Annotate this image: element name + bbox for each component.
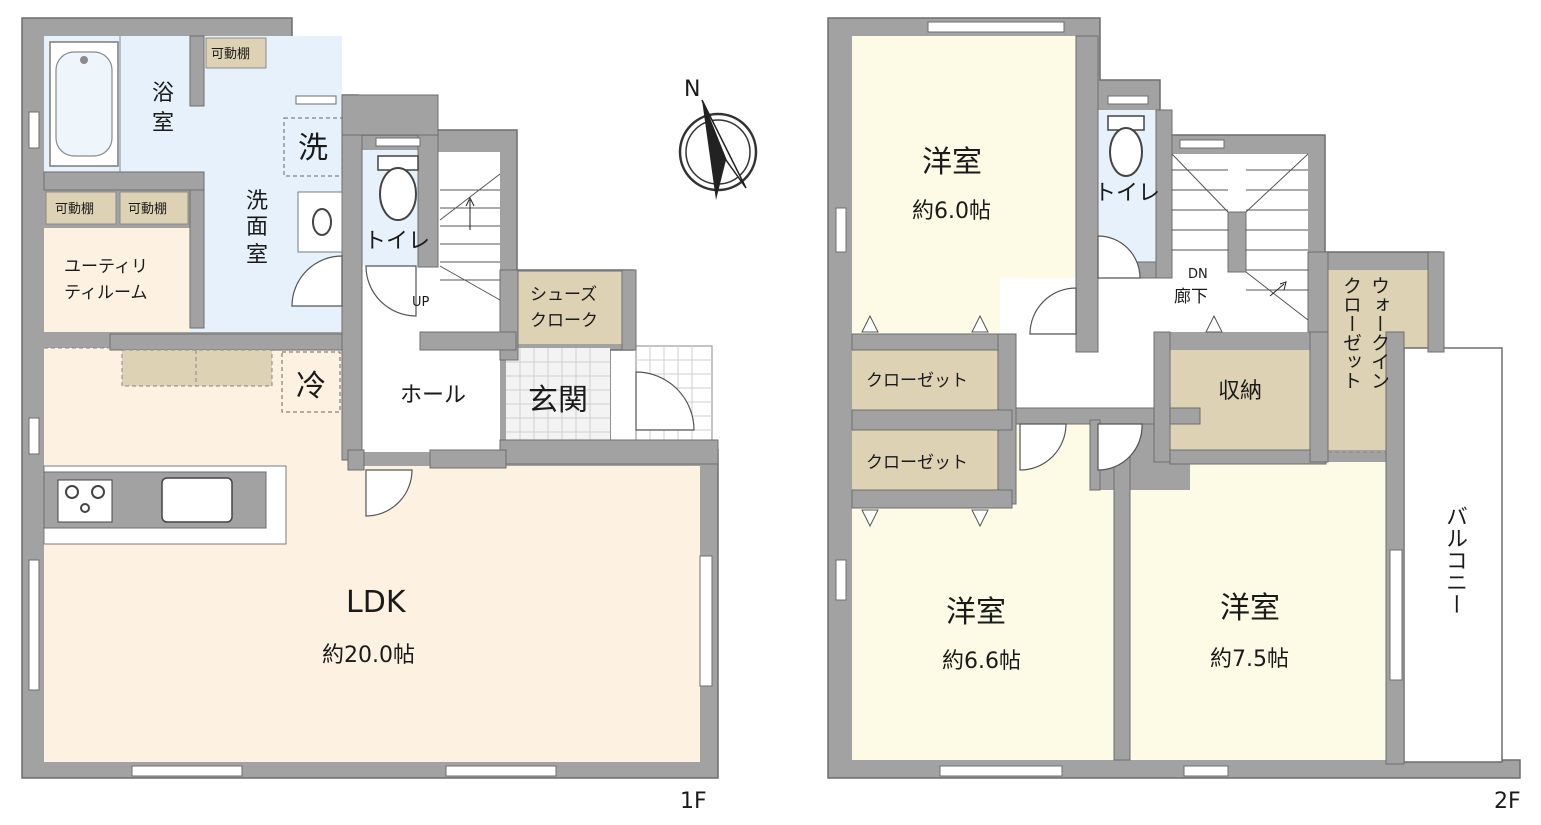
shelf-left2-box xyxy=(119,191,189,225)
stair-up-label: UP xyxy=(412,295,430,310)
western-a-name-label: 洋室 xyxy=(922,145,982,180)
bath-label-1: 浴 xyxy=(152,81,174,106)
western-c-floor xyxy=(1130,462,1386,760)
bath-label-2: 室 xyxy=(152,111,174,136)
storage-floor xyxy=(1170,350,1310,450)
floor-1-labels: 浴 室 可動棚 可動棚 可動棚 洗 洗 面 室 トイレ ユーティリ ティルーム … xyxy=(55,47,707,814)
ldk-name-label: LDK xyxy=(346,585,407,620)
shelf-top-box xyxy=(205,37,267,69)
floor-2 xyxy=(827,17,1521,779)
toilet-label-1f: トイレ xyxy=(364,229,430,254)
entrance-floor xyxy=(506,348,610,450)
entrance-label: 玄関 xyxy=(528,383,588,418)
western-c-name-label: 洋室 xyxy=(1220,591,1280,626)
wash-room-label-3: 室 xyxy=(246,243,268,268)
compass-n-label: N xyxy=(684,77,700,102)
utility-label-1: ユーティリ xyxy=(64,257,148,277)
balcony-floor xyxy=(1403,347,1503,763)
toilet-label-2f: トイレ xyxy=(1094,181,1160,206)
closet-a-label: クローゼット xyxy=(866,371,968,391)
floor-1-label: 1F xyxy=(680,789,707,814)
balcony-label: バルコニー xyxy=(1442,505,1467,615)
western-b-name-label: 洋室 xyxy=(946,595,1006,630)
floor-1-interior-walls xyxy=(43,35,719,471)
entrance-tiles xyxy=(506,348,610,450)
fridge-box xyxy=(281,351,341,413)
utility-label-2: ティルーム xyxy=(64,283,147,303)
doors-1f xyxy=(291,255,695,517)
stair-1f xyxy=(439,173,501,301)
western-c-size-label: 約7.5帖 xyxy=(1210,647,1289,672)
floor-2-labels: 洋室 約6.0帖 トイレ DN 廊下 クローゼット クローゼット 収納 洋室 約… xyxy=(866,145,1521,814)
windows-2f xyxy=(835,21,1403,777)
shoe-closet-label-2: クローク xyxy=(530,311,598,331)
walkin-label-col1: ウォークイン xyxy=(1368,276,1390,390)
washer-label: 洗 xyxy=(298,131,328,166)
closet-door-marks xyxy=(861,314,1223,528)
shelf-left1-label: 可動棚 xyxy=(55,202,94,217)
western-a-size-label: 約6.0帖 xyxy=(912,199,991,224)
toilet-fixture-2f xyxy=(1107,115,1145,177)
ldk-size-label: 約20.0帖 xyxy=(322,643,415,668)
closet-a-floor xyxy=(852,350,998,410)
floor-1 xyxy=(21,17,719,779)
utility-floor xyxy=(44,228,190,332)
closet-b-floor xyxy=(852,430,998,490)
floor-2-label: 2F xyxy=(1494,789,1521,814)
compass: N xyxy=(678,77,758,200)
stair-dn-label: DN xyxy=(1188,267,1208,282)
toilet-fixture-1f xyxy=(377,155,419,221)
kitchen-counter xyxy=(43,465,287,545)
shelf-left1-box xyxy=(45,191,117,225)
shoe-closet-floor xyxy=(518,272,622,344)
walkin-label-col2: クローゼット xyxy=(1340,276,1362,390)
shoe-closet-label-1: シューズ xyxy=(530,285,597,305)
wash-room-label-2: 面 xyxy=(246,215,268,240)
shelf-top-label: 可動棚 xyxy=(211,47,250,62)
western-b-size-label: 約6.6帖 xyxy=(942,649,1021,674)
hall-label: ホール xyxy=(400,383,466,408)
doors-2f xyxy=(1019,235,1143,471)
windows-1f xyxy=(28,95,713,777)
stair-2f xyxy=(1171,153,1309,321)
wash-basin xyxy=(297,191,343,253)
washer-box xyxy=(283,117,343,177)
fridge-label: 冷 xyxy=(296,369,326,404)
wash-room-label-1: 洗 xyxy=(246,189,268,214)
bathtub xyxy=(49,41,119,167)
ldk-floor xyxy=(44,348,700,762)
storage-label: 収納 xyxy=(1218,379,1262,404)
corridor-label: 廊下 xyxy=(1174,287,1208,307)
shelf-left2-label: 可動棚 xyxy=(128,202,167,217)
counter-storage xyxy=(121,349,273,387)
closet-b-label: クローゼット xyxy=(866,453,968,473)
